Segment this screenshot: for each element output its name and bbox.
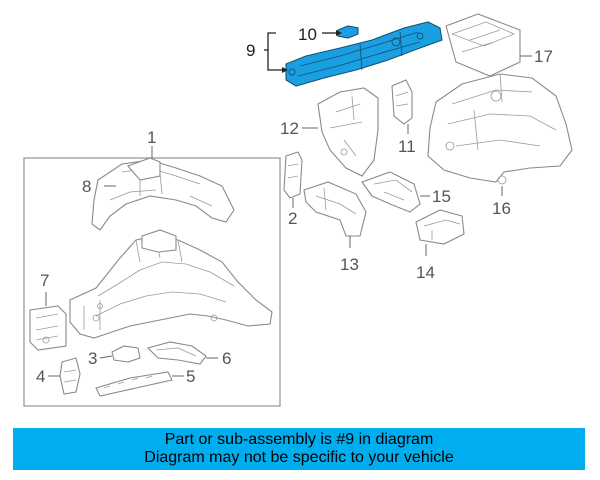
callout-12: 12 xyxy=(280,119,299,138)
part-10: 10 xyxy=(298,25,359,44)
callout-8: 8 xyxy=(82,177,91,196)
part-1 xyxy=(69,229,273,339)
parts-diagram: 1 8 7 3 6 xyxy=(23,13,573,407)
part-1-assembly-box: 1 xyxy=(23,128,281,407)
part-17: 17 xyxy=(445,13,553,77)
info-banner: Part or sub-assembly is #9 in diagram Di… xyxy=(13,428,585,470)
callout-15: 15 xyxy=(432,187,451,206)
callout-7: 7 xyxy=(40,271,49,290)
callout-17: 17 xyxy=(534,47,553,66)
part-16: 16 xyxy=(427,73,573,218)
part-14: 14 xyxy=(415,209,465,282)
part-12: 12 xyxy=(280,87,379,177)
part-5: 5 xyxy=(95,367,195,397)
banner-line-1: Part or sub-assembly is #9 in diagram xyxy=(164,431,434,448)
callout-6: 6 xyxy=(222,349,231,368)
part-13: 13 xyxy=(303,181,367,274)
callout-10: 10 xyxy=(298,25,317,44)
callout-9: 9 xyxy=(246,41,255,60)
callout-16: 16 xyxy=(492,199,511,218)
callout-3: 3 xyxy=(88,349,97,368)
part-4: 4 xyxy=(36,357,81,395)
callout-5: 5 xyxy=(186,367,195,386)
part-11: 11 xyxy=(391,79,416,156)
callout-13: 13 xyxy=(340,255,359,274)
callout-2: 2 xyxy=(288,209,297,228)
part-7: 7 xyxy=(29,271,67,351)
callout-14: 14 xyxy=(416,263,435,282)
part-9-highlight: 9 xyxy=(246,21,443,87)
part-3: 3 xyxy=(88,345,141,368)
callout-4: 4 xyxy=(36,367,45,386)
part-6: 6 xyxy=(146,341,231,368)
part-2: 2 xyxy=(283,151,303,228)
part-15: 15 xyxy=(361,171,451,213)
callout-1: 1 xyxy=(147,128,156,147)
banner-line-2: Diagram may not be specific to your vehi… xyxy=(144,449,454,466)
part-8: 8 xyxy=(82,157,235,231)
callout-11: 11 xyxy=(398,137,416,156)
